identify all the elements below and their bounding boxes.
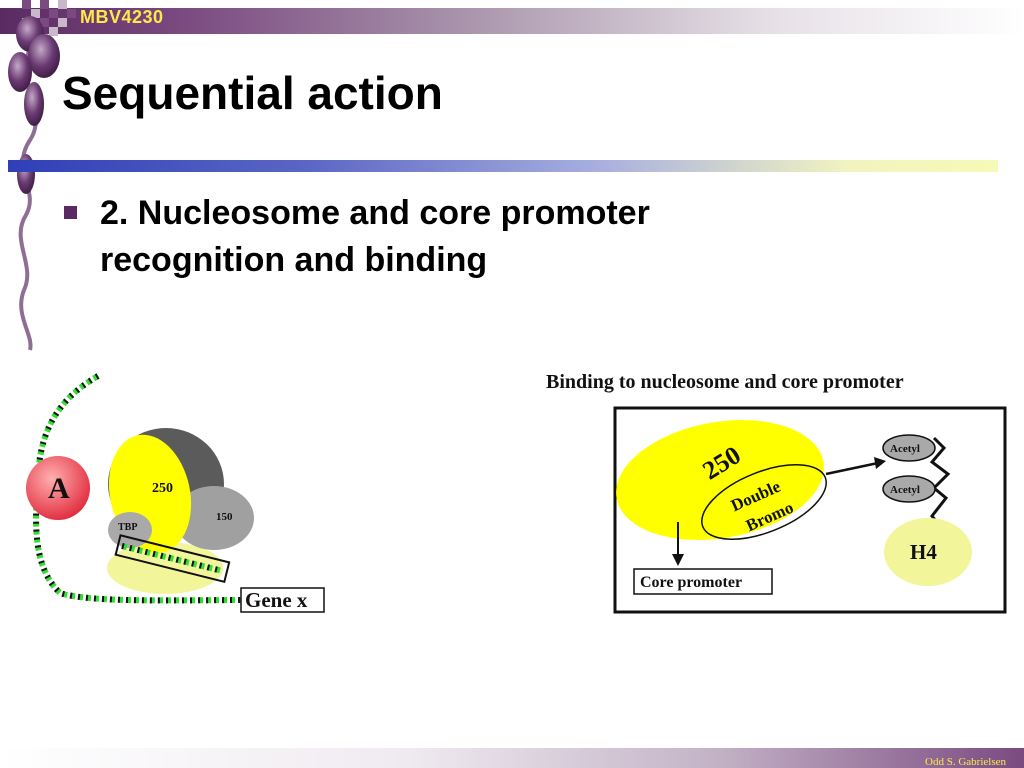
core-promoter-box	[114, 534, 231, 584]
acetyl-bottom-label: Acetyl	[890, 484, 920, 496]
core-promoter-label-box	[633, 568, 773, 595]
gene-x-label: Gene x	[245, 588, 308, 612]
right-figure: Binding to nucleosome and core promoter …	[546, 371, 1007, 614]
h4-histone-shape	[884, 518, 972, 586]
tbp-label: TBP	[118, 522, 137, 533]
bullet-text: 2. Nucleosome and core promoter recognit…	[100, 194, 650, 279]
double-bromo-domain	[701, 464, 827, 540]
h4-tail	[929, 436, 951, 527]
gene-x-box	[240, 587, 325, 613]
right-figure-title: Binding to nucleosome and core promoter	[546, 371, 904, 393]
acetyl-top-shape	[882, 434, 936, 462]
header-band	[0, 8, 1024, 34]
acetyl-arrow-line	[825, 461, 879, 476]
acetyl-arrowhead	[874, 457, 886, 469]
subunit-150-label: 150	[216, 511, 233, 523]
bead-string-decoration	[8, 16, 60, 351]
h4-label: H4	[910, 540, 937, 564]
subunit-150-shape	[174, 486, 254, 550]
acetyl-top-label: Acetyl	[890, 443, 920, 455]
core-promoter-label: Core promoter	[640, 574, 742, 591]
bullet-marker	[64, 206, 77, 219]
course-code: MBV4230	[80, 7, 164, 27]
author-name: Odd S. Gabrielsen	[925, 756, 1006, 768]
footer-band	[0, 748, 1024, 768]
dna-strand-dark	[33, 373, 246, 604]
title-rule	[8, 160, 998, 172]
acetyl-bottom-shape	[882, 475, 936, 503]
core-promoter-arrowhead	[672, 554, 684, 566]
activator-circle	[26, 456, 90, 520]
subunit-250-label: 250	[152, 481, 173, 496]
taf250-ellipse	[616, 420, 824, 540]
left-figure: A 250 150 TBP Gene x	[26, 373, 325, 613]
slide-title: Sequential action	[62, 67, 443, 119]
activator-label: A	[48, 472, 70, 505]
